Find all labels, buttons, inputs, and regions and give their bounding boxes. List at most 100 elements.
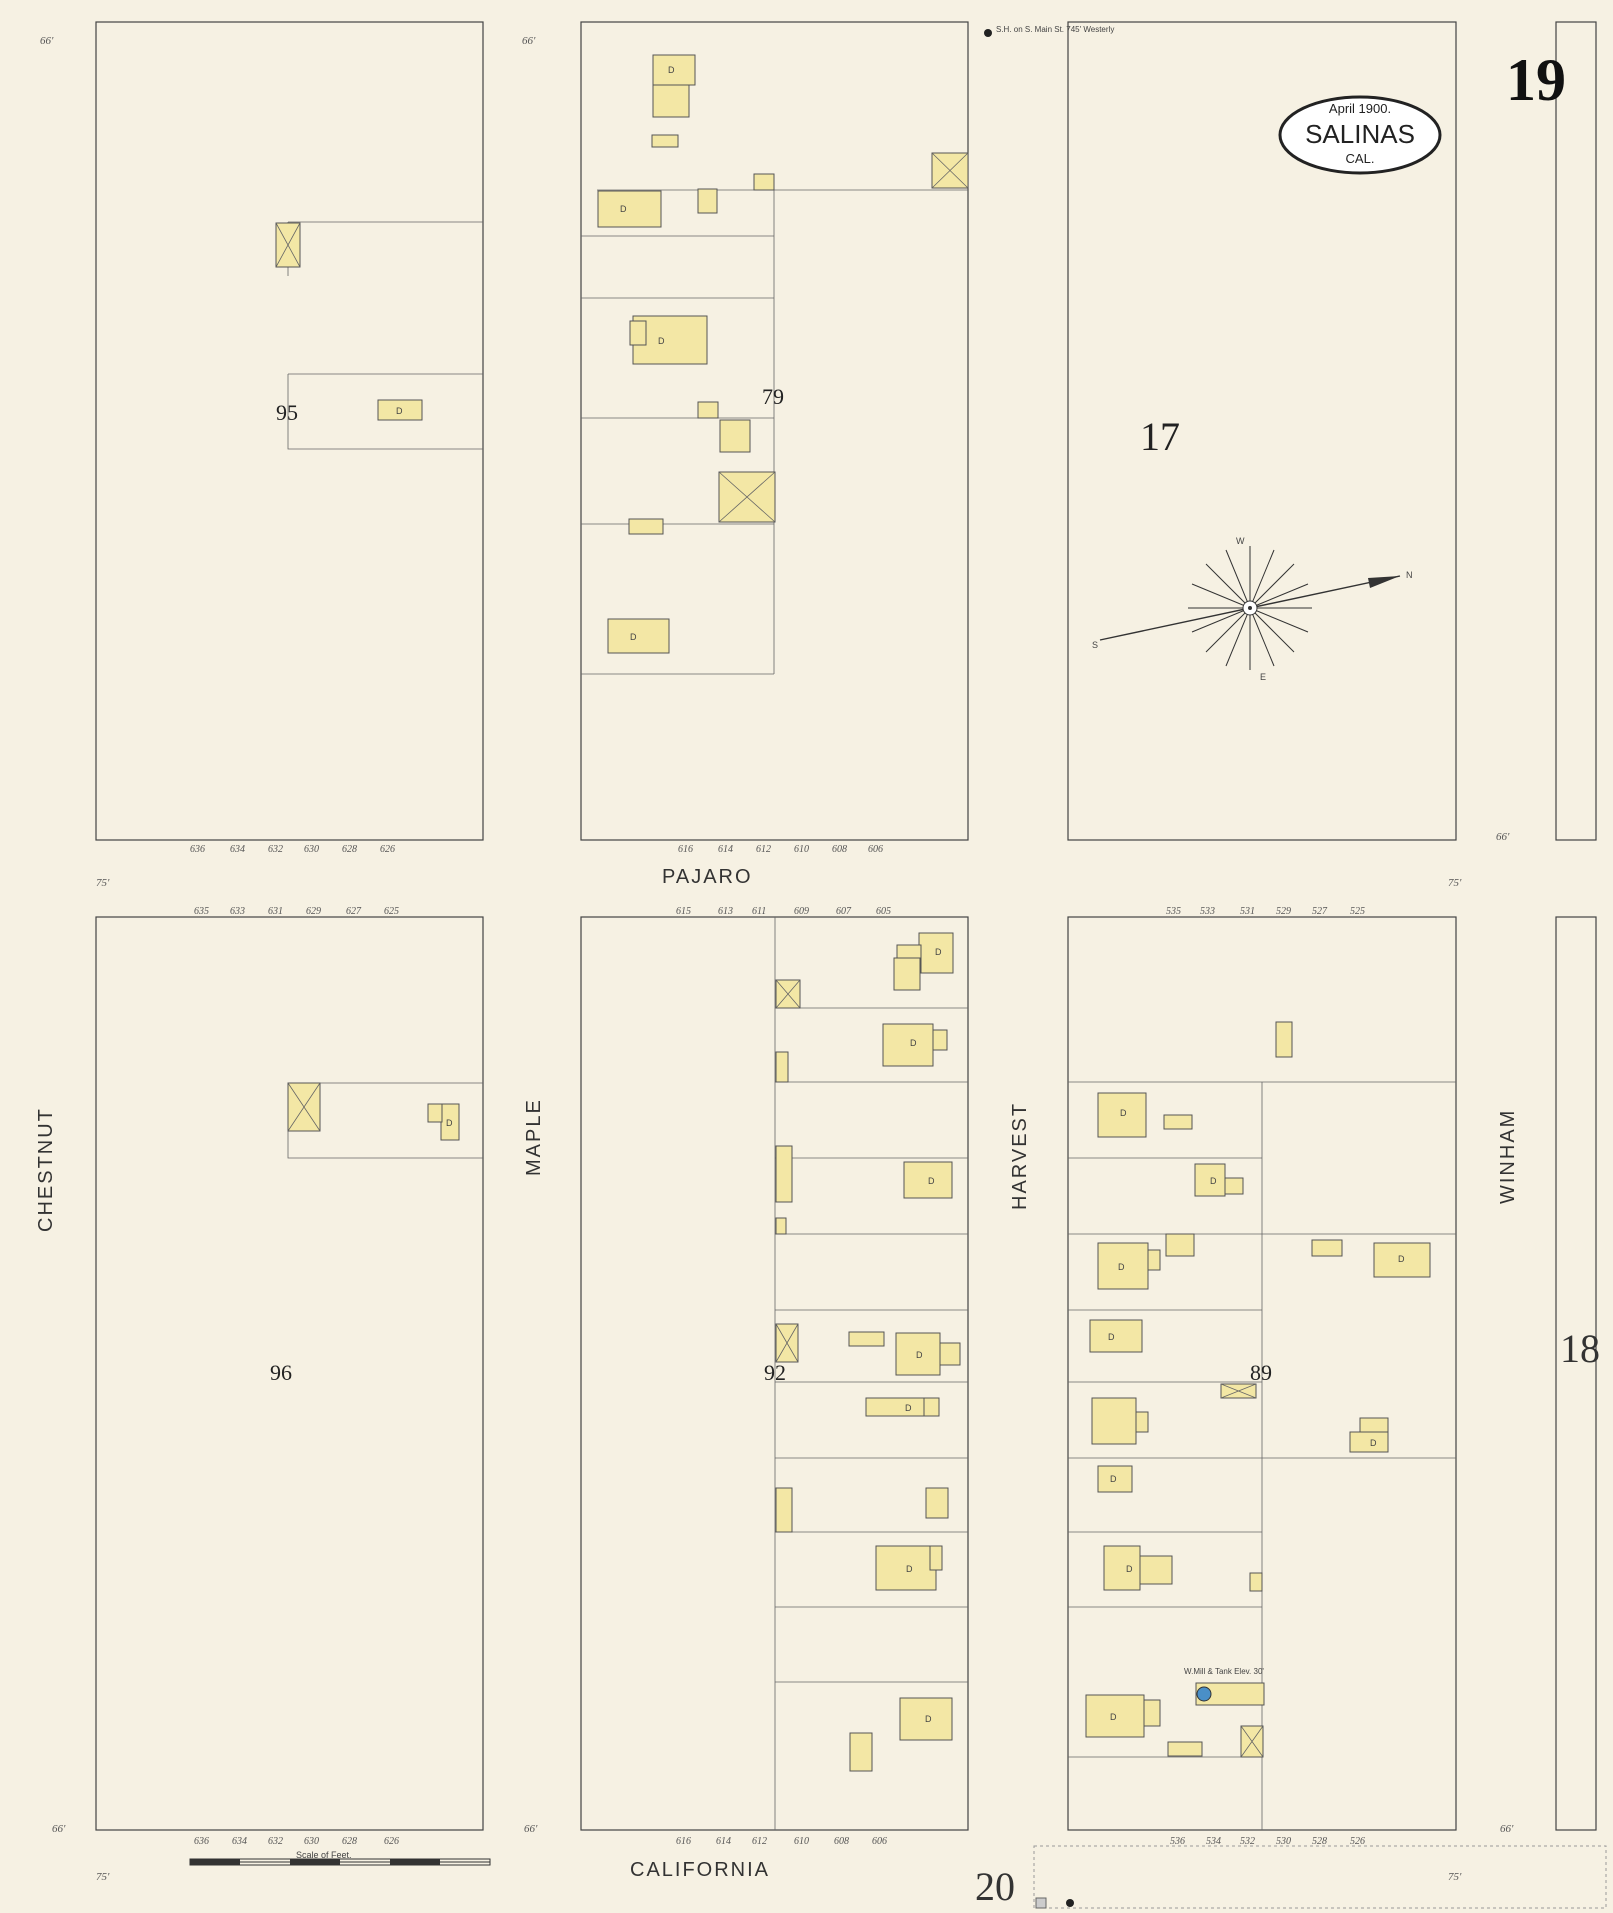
cartouche-city: SALINAS xyxy=(1305,119,1415,149)
cartouche-date: April 1900. xyxy=(1329,101,1391,116)
svg-text:625: 625 xyxy=(384,906,399,917)
svg-text:608: 608 xyxy=(832,844,847,855)
svg-text:631: 631 xyxy=(268,906,283,917)
svg-text:525: 525 xyxy=(1350,906,1365,917)
block-92-outline xyxy=(580,916,969,1831)
svg-text:612: 612 xyxy=(752,1836,767,1847)
street-width-label: 75' xyxy=(96,1871,110,1883)
svg-text:634: 634 xyxy=(232,1836,247,1847)
svg-text:D: D xyxy=(928,1176,935,1186)
svg-text:614: 614 xyxy=(716,1836,731,1847)
address-row-pajaro-top-left: 636 634 632 630 628 626 xyxy=(190,844,395,855)
adjacent-sheet-right: 18 xyxy=(1560,1326,1600,1371)
sh-note: S.H. on S. Main St. 745' Westerly xyxy=(996,25,1114,34)
svg-text:628: 628 xyxy=(342,844,357,855)
svg-text:626: 626 xyxy=(380,844,395,855)
address-row-pajaro-bot-mid: 615 613 611 609 607 605 xyxy=(676,906,891,917)
address-row-california-right: 536 534 532 530 528 526 xyxy=(1170,1836,1365,1847)
street-width-label: 66' xyxy=(1500,1823,1514,1835)
svg-text:634: 634 xyxy=(230,844,245,855)
svg-text:D: D xyxy=(935,947,942,957)
block-17-outline xyxy=(1067,21,1457,841)
scale-label: Scale of Feet. xyxy=(296,1850,352,1860)
svg-text:636: 636 xyxy=(194,1836,209,1847)
svg-text:612: 612 xyxy=(756,844,771,855)
street-width-label: 66' xyxy=(1496,831,1510,843)
svg-text:535: 535 xyxy=(1166,906,1181,917)
hydrant-note: S.H. on S. Main St. 745' Westerly xyxy=(984,25,1114,37)
svg-text:D: D xyxy=(620,204,627,214)
svg-text:614: 614 xyxy=(718,844,733,855)
svg-text:527: 527 xyxy=(1312,906,1328,917)
svg-text:D: D xyxy=(1110,1712,1117,1722)
svg-text:D: D xyxy=(630,632,637,642)
svg-text:606: 606 xyxy=(872,1836,887,1847)
compass-s: S xyxy=(1092,640,1098,650)
street-width-label: 75' xyxy=(96,877,110,889)
svg-text:627: 627 xyxy=(346,906,362,917)
scale-bar: Scale of Feet. xyxy=(189,1850,491,1866)
adjacent-sheet-bottom: 20 xyxy=(975,1864,1015,1909)
block-79-outline xyxy=(580,21,969,841)
buildings: D D D D D D D xyxy=(275,54,1431,1772)
svg-text:D: D xyxy=(658,336,665,346)
svg-text:630: 630 xyxy=(304,844,319,855)
svg-text:635: 635 xyxy=(194,906,209,917)
block-number-79: 79 xyxy=(762,384,784,409)
sheet-number: 19 xyxy=(1506,47,1566,113)
adjacent-sheet-outline xyxy=(1033,1845,1607,1909)
svg-text:532: 532 xyxy=(1240,1836,1255,1847)
svg-text:615: 615 xyxy=(676,906,691,917)
address-row-california-left: 636 634 632 630 628 626 xyxy=(194,1836,399,1847)
svg-text:636: 636 xyxy=(190,844,205,855)
street-harvest: HARVEST xyxy=(1009,1102,1031,1210)
svg-text:608: 608 xyxy=(834,1836,849,1847)
block-number-96: 96 xyxy=(270,1360,292,1385)
compass-rose: N S E W xyxy=(1092,536,1413,682)
svg-text:633: 633 xyxy=(230,906,245,917)
svg-text:D: D xyxy=(1110,1474,1117,1484)
svg-text:D: D xyxy=(1370,1438,1377,1448)
street-winham: WINHAM xyxy=(1497,1109,1519,1204)
street-width-label: 75' xyxy=(1448,877,1462,889)
street-width-label: 66' xyxy=(522,35,536,47)
address-row-pajaro-bot-left: 635 633 631 629 627 625 xyxy=(194,906,399,917)
block-95-outline xyxy=(95,21,484,841)
svg-text:536: 536 xyxy=(1170,1836,1185,1847)
address-row-pajaro-top-mid: 616 614 612 610 608 606 xyxy=(678,844,883,855)
svg-text:529: 529 xyxy=(1276,906,1291,917)
svg-text:630: 630 xyxy=(304,1836,319,1847)
block-79-lots xyxy=(581,189,968,675)
windmill-label: W.Mill & Tank Elev. 30' xyxy=(1184,1667,1264,1676)
svg-text:611: 611 xyxy=(752,906,766,917)
svg-text:533: 533 xyxy=(1200,906,1215,917)
address-row-california-mid: 616 614 612 610 608 606 xyxy=(676,1836,887,1847)
street-california: CALIFORNIA xyxy=(630,1859,770,1881)
street-pajaro: PAJARO xyxy=(662,866,753,888)
compass-n: N xyxy=(1406,570,1413,580)
svg-text:D: D xyxy=(668,65,675,75)
svg-text:628: 628 xyxy=(342,1836,357,1847)
svg-text:605: 605 xyxy=(876,906,891,917)
compass-w: W xyxy=(1236,536,1245,546)
svg-text:D: D xyxy=(1120,1108,1127,1118)
map-marker-icon xyxy=(1035,1897,1047,1909)
street-width-label: 75' xyxy=(1448,1871,1462,1883)
block-92-lots xyxy=(774,917,968,1830)
block-number-89: 89 xyxy=(1250,1360,1272,1385)
svg-text:616: 616 xyxy=(676,1836,691,1847)
hydrant-icon xyxy=(1066,1899,1074,1907)
svg-text:626: 626 xyxy=(384,1836,399,1847)
adjacent-strip-bottom xyxy=(1555,916,1597,1831)
block-number-17: 17 xyxy=(1140,414,1180,459)
svg-text:526: 526 xyxy=(1350,1836,1365,1847)
street-width-label: 66' xyxy=(524,1823,538,1835)
compass-e: E xyxy=(1260,672,1266,682)
svg-text:534: 534 xyxy=(1206,1836,1221,1847)
street-chestnut: CHESTNUT xyxy=(35,1107,57,1232)
svg-text:D: D xyxy=(446,1118,453,1128)
svg-text:616: 616 xyxy=(678,844,693,855)
svg-text:D: D xyxy=(905,1403,912,1413)
svg-text:D: D xyxy=(916,1350,923,1360)
